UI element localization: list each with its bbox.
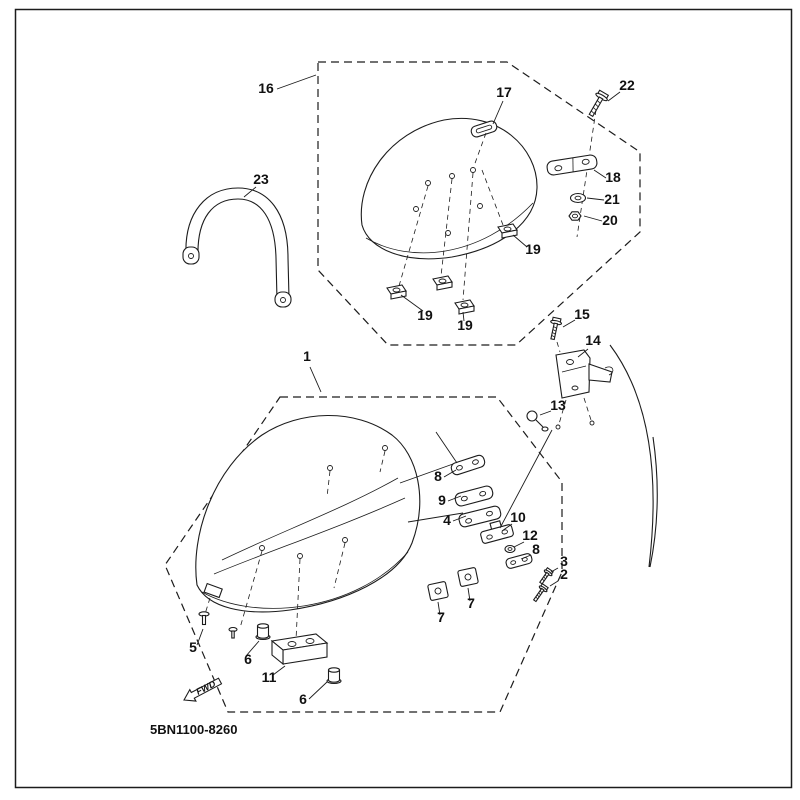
callout-11: 11	[262, 669, 277, 685]
part-7-damper-b	[427, 581, 449, 601]
part-8-plate-a	[450, 454, 486, 476]
part-17-latch	[470, 120, 498, 138]
part-18-bracket	[546, 154, 598, 176]
part-22-bolt	[588, 89, 610, 118]
part-9-plate	[454, 485, 494, 507]
callout-18: 18	[605, 169, 621, 185]
part-6-bumper-a	[255, 623, 271, 641]
callout-leader-lines	[196, 74, 621, 700]
part-21-washer	[569, 192, 587, 204]
part-19-clipnut-c	[454, 299, 475, 315]
callout-15: 15	[574, 306, 590, 322]
callout-4: 4	[443, 512, 451, 528]
part-19-clipnut-a	[386, 284, 407, 300]
bracket-14-mount-lines	[556, 341, 592, 425]
part-7-damper-a	[457, 567, 479, 587]
callout-1: 1	[303, 348, 311, 364]
part-3-screw	[539, 566, 554, 585]
callout-labels: 16 17 22 18 21 20 19 19 19 23 15 14 13 1…	[189, 77, 635, 707]
callout-20: 20	[602, 212, 618, 228]
part-5-rivet-b	[228, 626, 238, 639]
callout-7b: 7	[437, 609, 445, 625]
callout-19b: 19	[457, 317, 473, 333]
part-19-clipnut-d	[497, 223, 518, 239]
part-10-hinge	[480, 520, 514, 544]
part-13-ball-stud	[526, 410, 549, 432]
part-11-block	[270, 633, 329, 666]
callout-7a: 7	[467, 595, 475, 611]
callout-14: 14	[585, 332, 601, 348]
callout-16: 16	[258, 80, 274, 96]
callout-2: 2	[560, 566, 568, 582]
callout-10: 10	[510, 509, 526, 525]
fender-curves	[609, 344, 658, 568]
part-4-bracket	[458, 505, 502, 528]
callout-19c: 19	[525, 241, 541, 257]
callout-5: 5	[189, 639, 197, 655]
part-8-plate-b	[505, 553, 533, 569]
callout-6a: 6	[244, 651, 252, 667]
part-14-bracket	[555, 349, 614, 399]
assembly-connection-lines	[399, 429, 553, 529]
part-12-washer	[504, 544, 516, 554]
callout-23: 23	[253, 171, 269, 187]
part-19-clipnut-b	[432, 275, 453, 291]
part-2-screw	[532, 582, 549, 603]
fwd-arrow: FWD	[183, 677, 223, 702]
callout-8b: 8	[532, 541, 540, 557]
part-5-rivet-a	[198, 611, 210, 626]
callout-3: 3	[560, 553, 568, 569]
callout-19a: 19	[417, 307, 433, 323]
part-15-bolt	[550, 316, 563, 341]
passenger-seat	[360, 117, 538, 301]
callout-6b: 6	[299, 691, 307, 707]
upper-group-boundary	[317, 61, 641, 346]
mount-point-b	[589, 420, 595, 426]
callout-9: 9	[438, 492, 446, 508]
mount-point-a	[555, 424, 561, 430]
part-23-strap	[182, 187, 292, 308]
callout-12: 12	[522, 527, 538, 543]
callout-17: 17	[496, 84, 512, 100]
callout-13: 13	[550, 397, 566, 413]
callout-21: 21	[604, 191, 620, 207]
part-6-bumper-b	[326, 667, 342, 685]
driver-seat	[195, 415, 421, 641]
bolt-22-axis	[576, 109, 597, 238]
part-20-nut	[568, 211, 582, 221]
lower-group-boundary	[164, 396, 563, 713]
callout-22: 22	[619, 77, 635, 93]
diagram-code: 5BN1100-8260	[150, 722, 237, 737]
callout-8a: 8	[434, 468, 442, 484]
page-border	[14, 8, 793, 789]
